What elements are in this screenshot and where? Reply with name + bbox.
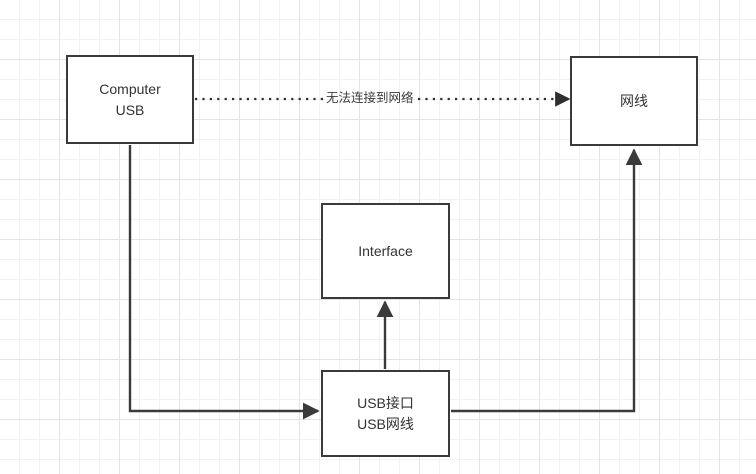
edge-computer-to-usb[interactable] <box>128 145 320 420</box>
node-interface-label: Interface <box>358 242 413 259</box>
edge-usb-to-cable[interactable] <box>451 148 643 413</box>
edge-label-no-network: 无法连接到网络 <box>326 91 414 105</box>
node-usb-interface-label: USB接口 USB网线 <box>357 395 414 432</box>
node-network-cable[interactable]: 网线 <box>570 56 698 146</box>
node-computer-usb-label: Computer USB <box>99 81 161 118</box>
node-interface[interactable]: Interface <box>321 203 450 299</box>
node-network-cable-label: 网线 <box>620 92 648 109</box>
node-computer-usb[interactable]: Computer USB <box>66 55 194 144</box>
node-usb-interface[interactable]: USB接口 USB网线 <box>321 370 450 457</box>
